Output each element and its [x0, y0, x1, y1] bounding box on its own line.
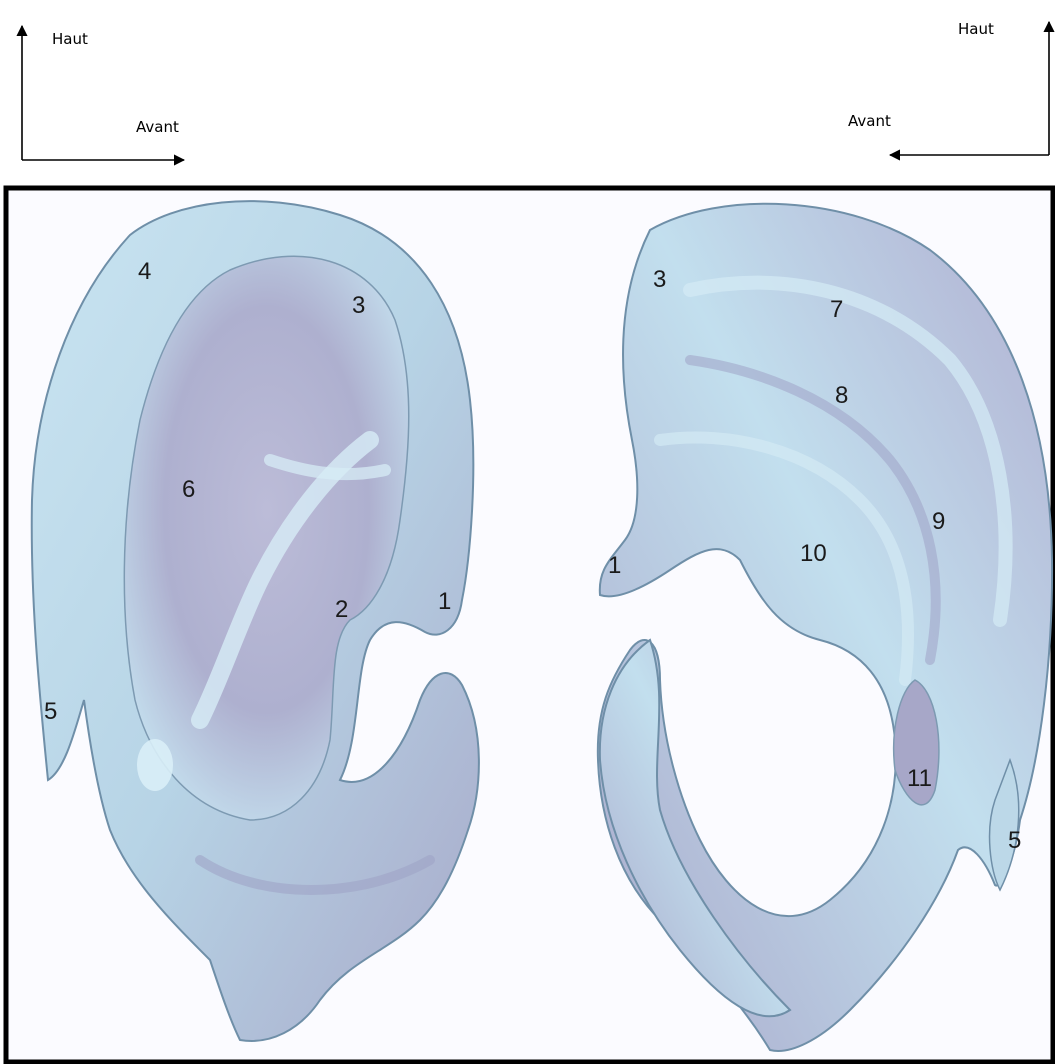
left-label-4: 4	[138, 258, 151, 286]
right-label-7: 7	[830, 296, 843, 324]
right-label-5: 5	[1008, 827, 1021, 855]
left-label-6: 6	[182, 476, 195, 504]
left-label-2: 2	[335, 596, 348, 624]
right-label-9: 9	[932, 508, 945, 536]
right-label-10: 10	[800, 540, 827, 568]
left-label-1: 1	[438, 588, 451, 616]
right-label-3: 3	[653, 266, 666, 294]
right-label-1: 1	[608, 552, 621, 580]
right-label-8: 8	[835, 382, 848, 410]
left-label-5: 5	[44, 698, 57, 726]
left-ear-tubercle	[137, 739, 173, 791]
right-label-11: 11	[907, 765, 932, 793]
left-label-3: 3	[352, 292, 365, 320]
